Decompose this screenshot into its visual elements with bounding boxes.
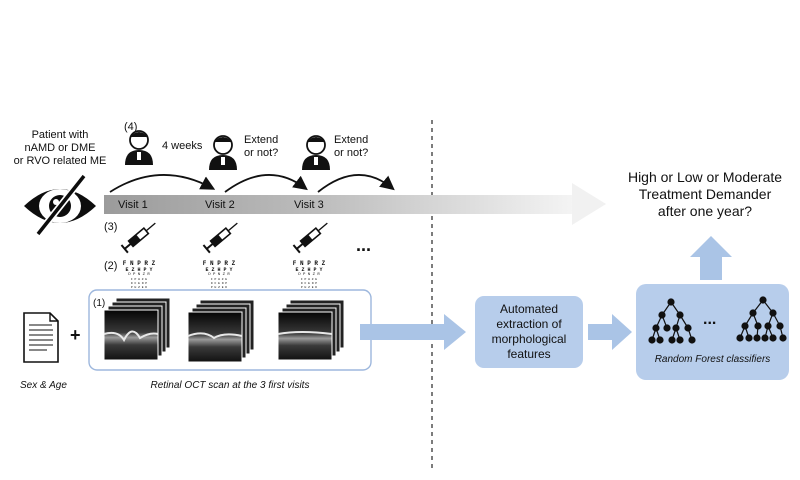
visit-label-2: Visit 2: [205, 199, 235, 211]
doctor-icon: [125, 130, 153, 165]
interval-label-3: Extend or not?: [334, 134, 369, 159]
eye-chart-row: D F E N P: [130, 282, 148, 285]
classifier-ellipsis: ...: [703, 311, 717, 328]
flow-arrow-up: [690, 236, 732, 280]
visit-label-3: Visit 3: [294, 199, 324, 211]
oct-scan-image: [187, 299, 255, 363]
doctor-icon: [209, 135, 237, 170]
extraction-box: Automated extraction of morphological fe…: [491, 302, 567, 361]
eye-chart-row: F N P R Z: [202, 260, 236, 267]
flow-arrow: [588, 314, 632, 350]
eye-chart-row: P H Z E D: [130, 286, 148, 289]
eye-chart-row: F N P R Z: [292, 260, 326, 267]
eye-slash-icon: [24, 173, 96, 237]
ellipsis-more-visits: ...: [356, 235, 372, 255]
visit-label-1: Visit 1: [118, 199, 148, 211]
doctor-icon: [302, 135, 330, 170]
eye-chart-row: D F E N P: [300, 282, 318, 285]
eye-chart-icon: F N P R Z E Z H P Y D P N Z R F P H Z E …: [198, 260, 240, 290]
step-4-label: (4): [124, 121, 138, 133]
eye-chart-row: F P H Z E: [130, 278, 148, 281]
eye-chart-row: P H Z E D: [210, 286, 228, 289]
eye-chart-row: F P H Z E: [210, 278, 228, 281]
eye-chart-row: E Z H P Y: [125, 267, 153, 273]
eye-chart-row: F N P R Z: [122, 260, 156, 267]
oct-caption: Retinal OCT scan at the 3 first visits: [150, 380, 310, 391]
classifier-box: Random Forest classifiers: [654, 354, 771, 365]
eye-chart-row: D P N Z R: [208, 273, 230, 277]
eye-chart-row: D P N Z R: [128, 273, 150, 277]
classifier-box-bg: [636, 284, 789, 380]
eye-chart-row: P H Z E D: [300, 286, 318, 289]
syringe-icon: [202, 222, 238, 254]
patient-line-3: or RVO related ME: [13, 155, 107, 167]
interval-label-2: Extend or not?: [244, 134, 279, 159]
interval-arrow: [109, 174, 216, 193]
step-2-label: (2): [104, 260, 118, 272]
syringe-icon: [292, 222, 328, 254]
timeline-arrow: [104, 183, 606, 225]
sex-age-caption: Sex & Age: [20, 380, 67, 391]
interval-arrow: [224, 174, 308, 193]
outcome-line-1: High or Low or Moderate: [627, 169, 783, 185]
decision-tree-icon: [648, 298, 696, 344]
eye-chart-row: D P N Z R: [298, 273, 320, 277]
decision-tree-icon: [736, 296, 787, 342]
interval-label-1: 4 weeks: [162, 140, 203, 152]
outcome-question: High or Low or Moderate Treatment Demand…: [610, 169, 800, 220]
extraction-box-bg: [475, 296, 583, 368]
step-3-label: (3): [104, 221, 118, 233]
eye-chart-row: D F E N P: [210, 282, 228, 285]
syringe-icon: [120, 222, 156, 254]
eye-chart-row: E Z H P Y: [295, 267, 323, 273]
step-1-label: (1): [93, 298, 106, 309]
eye-chart-icon: F N P R Z E Z H P Y D P N Z R F P H Z E …: [118, 260, 160, 290]
patient-line-1: Patient with: [31, 129, 89, 141]
eye-chart-row: F P H Z E: [300, 278, 318, 281]
outcome-line-2: Treatment Demander: [638, 186, 772, 202]
document-icon: [23, 312, 59, 363]
oct-scan-image: [103, 297, 171, 361]
plus-sign: +: [70, 325, 81, 345]
eye-chart-row: E Z H P Y: [205, 267, 233, 273]
interval-arrow: [317, 174, 395, 193]
outcome-line-3: after one year?: [657, 203, 753, 219]
patient-line-2: nAMD or DME: [24, 142, 96, 154]
oct-scan-image: [277, 299, 345, 361]
patient-description: Patient with nAMD or DME or RVO related …: [10, 129, 110, 168]
flow-arrow: [360, 314, 466, 350]
eye-chart-icon: F N P R Z E Z H P Y D P N Z R F P H Z E …: [288, 260, 330, 290]
